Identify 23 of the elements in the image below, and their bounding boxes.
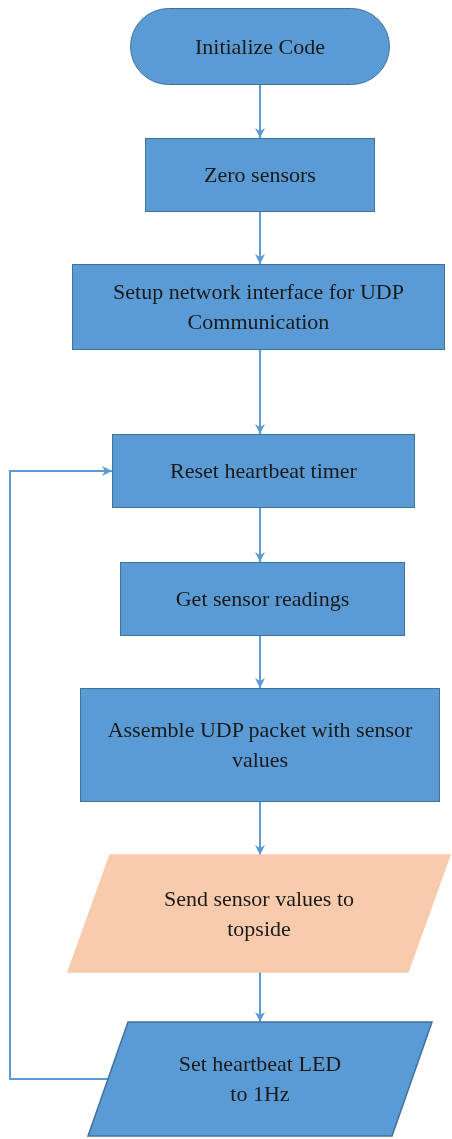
process-box [120,562,405,636]
node-label: Send sensor values to topside [163,884,355,943]
node-label: Set heartbeat LED to 1Hz [177,1050,343,1108]
io-parallelogram [68,855,450,972]
arrow [255,801,265,856]
node-label: Assemble UDP packet with sensor values [106,716,414,774]
arrow [255,635,265,689]
node-label: Setup network interface for UDP Communication [112,278,405,336]
io-parallelogram [88,1022,432,1136]
arrow [255,349,265,435]
arrow [255,507,265,563]
process-box [80,688,440,802]
node-label: Reset heartbeat timer [170,457,357,486]
process-box [72,264,445,350]
process-box [145,138,375,212]
process-box [112,434,415,508]
arrow [255,971,265,1023]
arrow [255,211,265,265]
arrow [255,84,265,139]
node-label: Zero sensors [204,161,316,190]
node-label: Initialize Code [194,32,326,61]
arrow [9,466,113,1080]
node-label: Get sensor readings [175,585,350,614]
